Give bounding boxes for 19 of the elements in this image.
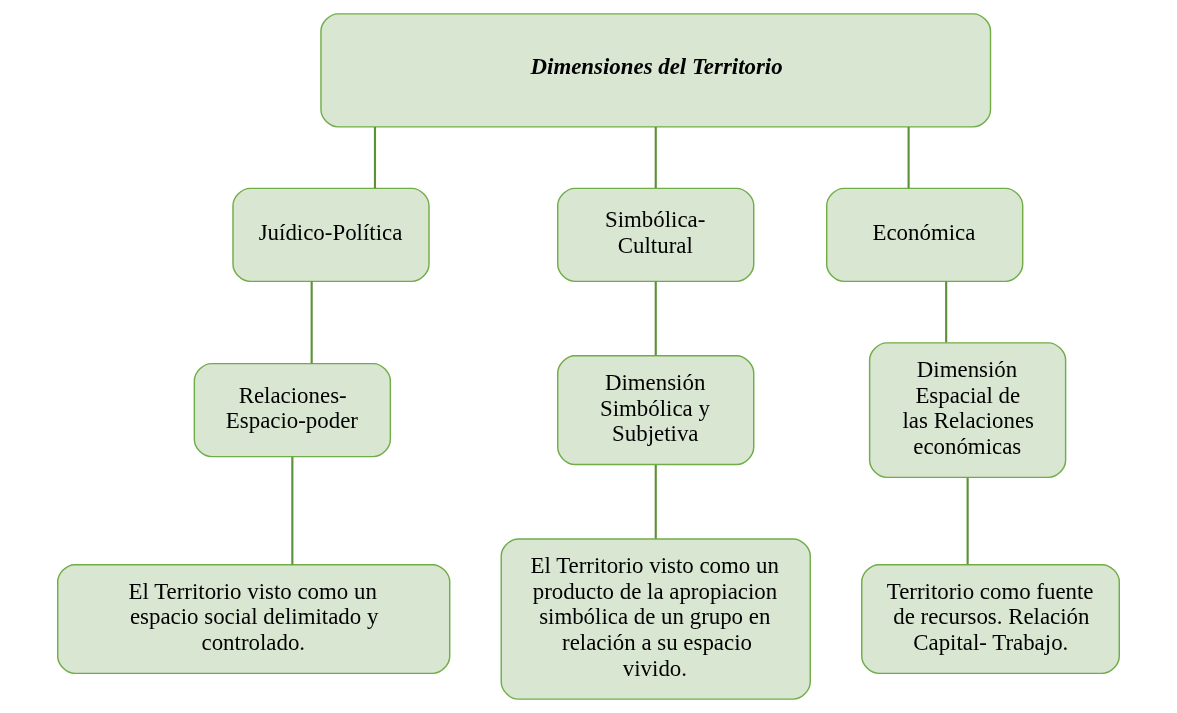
connector — [291, 457, 294, 565]
node-box: Simbólica- Cultural — [557, 187, 755, 283]
connector — [310, 281, 313, 364]
connector — [907, 127, 910, 188]
node-box: Relaciones- Espacio-poder — [193, 362, 392, 458]
node-box: Territorio como fuente de recursos. Relación Capital- Trabajo. — [861, 563, 1120, 675]
node-box: Dimensión Simbólica y Subjetiva — [557, 355, 755, 466]
connector — [654, 127, 657, 188]
node-box: Juídico-Política — [232, 187, 430, 283]
connector — [373, 127, 377, 188]
node-box: Dimensión Espacial de las Relaciones económicas — [868, 342, 1067, 479]
connector — [945, 281, 948, 343]
node-box: El Territorio visto como un producto de la apropiacion simbólica de un grupo en relación a su espacio vivido. — [500, 538, 811, 700]
node-box: Dimensiones del Territorio — [320, 13, 992, 128]
connector — [966, 477, 969, 565]
node-box: El Territorio visto como un espacio social delimitado y controlado. — [57, 563, 451, 675]
node-box: Económica — [826, 187, 1024, 283]
connector — [654, 281, 657, 356]
connector — [654, 465, 657, 539]
